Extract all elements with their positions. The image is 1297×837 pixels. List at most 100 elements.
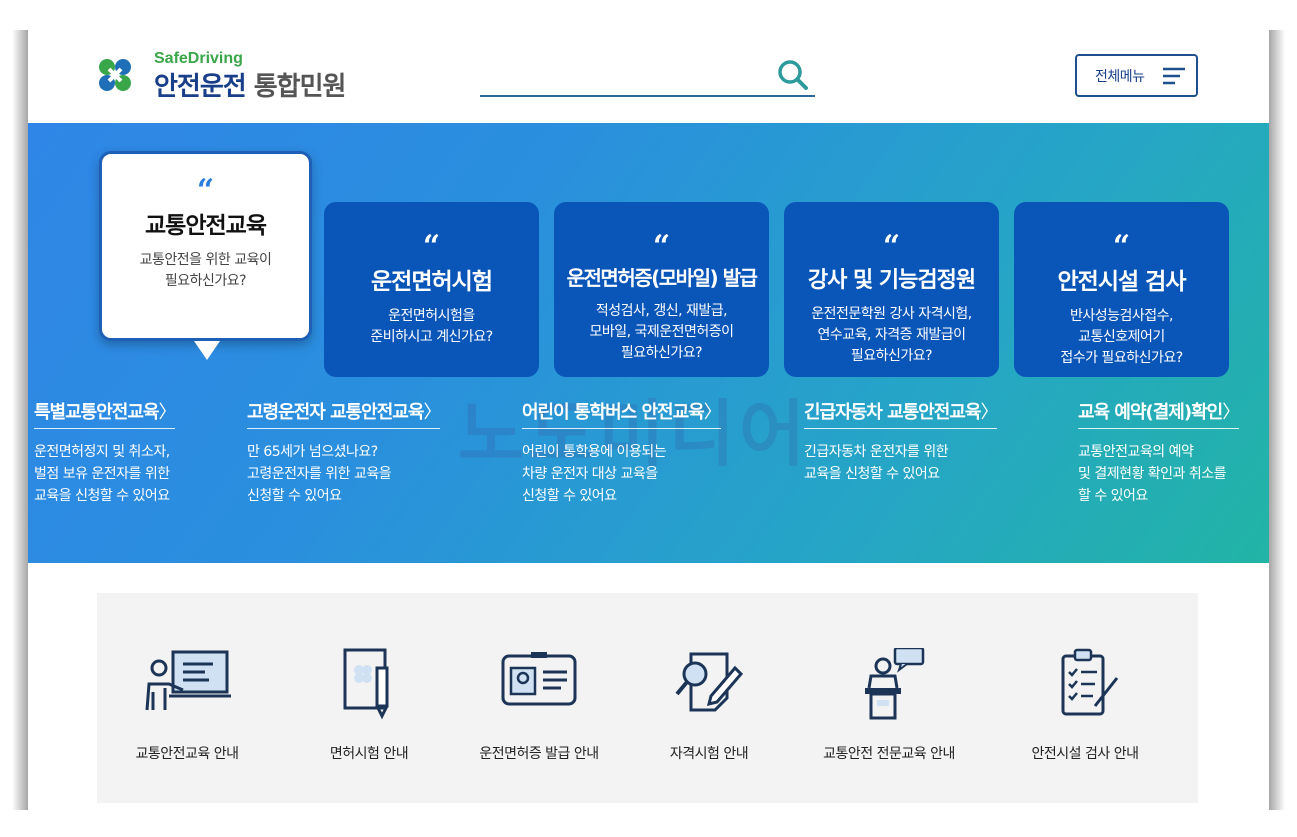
link-desc-line: 긴급자동차 운전자를 위한 <box>804 444 949 460</box>
logo-title-bold: 안전운전 <box>154 72 247 102</box>
card-desc-line: 필요하신가요? <box>850 348 933 364</box>
watermark-text: 노도미디어 <box>458 392 810 476</box>
link-desc-line: 운전면허정지 및 취소자, <box>34 444 170 460</box>
guide-label: 안전시설 검사 안내 <box>1031 746 1139 762</box>
card-desc-line: 연수교육, 자격증 재발급이 <box>817 327 966 343</box>
card-desc-line: 모바일, 국제운전면허증이 <box>589 324 734 340</box>
quote-icon: “ <box>1112 232 1131 256</box>
link-elderly-driver-education: 고령운전자 교통안전교육〉 만 65세가 넘으셨나요? 고령운전자를 위한 교육… <box>247 398 441 507</box>
chevron-right-icon: 〉 <box>158 402 176 423</box>
card-desc: 적성검사, 갱신, 재발급, 모바일, 국제운전면허증이 필요하신가요? <box>554 301 769 364</box>
clover-logo-icon <box>99 59 131 91</box>
guide-item-qualification-exam[interactable]: 자격시험 안내 <box>619 593 799 803</box>
card-desc-line: 운전면허시험을 <box>388 308 475 324</box>
logo-title: 안전운전 통합민원 <box>154 66 347 103</box>
link-emergency-vehicle-title[interactable]: 긴급자동차 교통안전교육〉 <box>804 398 998 429</box>
guide-item-license-issuance[interactable]: 운전면허증 발급 안내 <box>449 593 629 803</box>
card-desc-line: 적성검사, 갱신, 재발급, <box>595 303 728 319</box>
search-icon[interactable] <box>776 58 810 92</box>
chevron-right-icon: 〉 <box>703 402 722 423</box>
left-shadow <box>12 30 28 810</box>
search-input[interactable] <box>480 60 760 90</box>
guide-label: 교통안전 전문교육 안내 <box>823 746 955 762</box>
link-desc-line: 및 결제현황 확인과 취소를 <box>1078 466 1227 482</box>
link-desc: 교통안전교육의 예약 및 결제현황 확인과 취소를 할 수 있어요 <box>1078 441 1239 507</box>
guide-item-traffic-education[interactable]: 교통안전교육 안내 <box>97 593 277 803</box>
full-menu-label: 전체메뉴 <box>1095 68 1145 85</box>
link-reservation-title[interactable]: 교육 예약(결제)확인〉 <box>1078 398 1240 429</box>
guide-item-license-exam[interactable]: 면허시험 안내 <box>279 593 459 803</box>
featured-desc-line: 교통안전을 위한 교육이 <box>139 252 272 268</box>
card-desc-line: 필요하신가요? <box>620 345 703 361</box>
guide-label: 교통안전교육 안내 <box>135 746 240 762</box>
link-special-education: 특별교통안전교육〉 운전면허정지 및 취소자, 벌점 보유 운전자를 위한 교육… <box>34 398 176 507</box>
link-education-reservation-check: 교육 예약(결제)확인〉 교통안전교육의 예약 및 결제현황 확인과 취소를 할… <box>1078 398 1240 507</box>
featured-card-title: 교통안전교육 <box>145 213 267 239</box>
link-desc-line: 교통안전교육의 예약 <box>1078 444 1194 460</box>
logo-subtitle: SafeDriving <box>154 50 243 67</box>
featured-card-desc: 교통안전을 위한 교육이 필요하신가요? <box>102 250 309 292</box>
guide-item-safety-facility-inspection[interactable]: 안전시설 검사 안내 <box>995 593 1175 803</box>
card-desc-line: 운전전문학원 강사 자격시험, <box>811 306 972 322</box>
right-shadow <box>1269 30 1285 810</box>
card-desc-line: 준비하시고 계신가요? <box>370 329 493 345</box>
link-desc: 만 65세가 넘으셨나요? 고령운전자를 위한 교육을 신청할 수 있어요 <box>247 441 440 507</box>
lecture-icon <box>145 650 231 711</box>
featured-card-traffic-safety-education[interactable]: “ 교통안전교육 교통안전을 위한 교육이 필요하신가요? <box>99 151 312 360</box>
guide-item-professional-education[interactable]: 교통안전 전문교육 안내 <box>799 593 979 803</box>
quote-icon: “ <box>882 232 901 256</box>
link-desc-line: 신청할 수 있어요 <box>247 488 342 504</box>
link-desc-line: 어린이 통학용에 이용되는 <box>522 444 667 460</box>
link-desc-line: 교육을 신청할 수 있어요 <box>34 488 170 504</box>
link-desc-line: 교육을 신청할 수 있어요 <box>804 466 940 482</box>
link-desc-line: 할 수 있어요 <box>1078 488 1148 504</box>
link-desc-line: 고령운전자를 위한 교육을 <box>247 466 392 482</box>
card-desc: 운전면허시험을 준비하시고 계신가요? <box>324 306 539 348</box>
guide-section: 교통안전교육 안내 면허시험 안내 <box>97 593 1198 803</box>
card-desc-line: 교통신호제어기 <box>1078 329 1165 345</box>
link-desc: 긴급자동차 운전자를 위한 교육을 신청할 수 있어요 <box>804 441 997 485</box>
link-desc-line: 신청할 수 있어요 <box>522 488 617 504</box>
card-title: 운전면허증(모바일) 발급 <box>566 266 758 290</box>
quote-icon: “ <box>422 232 441 256</box>
link-desc-line: 벌점 보유 운전자를 위한 <box>34 466 170 482</box>
guide-label: 면허시험 안내 <box>329 746 409 762</box>
link-elderly-driver-title[interactable]: 고령운전자 교통안전교육〉 <box>247 398 441 429</box>
link-title-text: 고령운전자 교통안전교육 <box>247 402 424 423</box>
checklist-icon <box>1061 648 1119 716</box>
quote-icon: “ <box>652 232 671 256</box>
chevron-right-icon: 〉 <box>1222 402 1240 423</box>
link-school-bus-title[interactable]: 어린이 통학버스 안전교육〉 <box>522 398 722 429</box>
link-title-text: 교육 예약(결제)확인 <box>1078 402 1223 423</box>
link-school-bus-education: 어린이 통학버스 안전교육〉 어린이 통학용에 이용되는 차량 운전자 대상 교… <box>522 398 722 507</box>
document-pen-icon <box>343 648 389 720</box>
bubble-tail <box>194 341 220 360</box>
full-menu-button[interactable]: 전체메뉴 <box>1075 54 1198 97</box>
link-title-text: 긴급자동차 교통안전교육 <box>804 402 981 423</box>
guide-label: 자격시험 안내 <box>669 746 749 762</box>
site-logo[interactable]: SafeDriving 안전운전 통합민원 <box>98 50 378 105</box>
card-desc-line: 접수가 필요하신가요? <box>1060 350 1183 366</box>
card-desc: 반사성능검사접수, 교통신호제어기 접수가 필요하신가요? <box>1014 306 1229 369</box>
site-header: SafeDriving 안전운전 통합민원 전체메뉴 <box>28 30 1269 123</box>
guide-label: 운전면허증 발급 안내 <box>479 746 599 762</box>
quote-icon: “ <box>196 176 215 200</box>
card-license-issuance[interactable]: “ 운전면허증(모바일) 발급 적성검사, 갱신, 재발급, 모바일, 국제운전… <box>554 202 769 377</box>
hero-section: 노도미디어 “ 교통안전교육 교통안전을 위한 교육이 필요하신가요? “ 운전… <box>28 123 1269 563</box>
link-desc-line: 만 65세가 넘으셨나요? <box>247 444 378 460</box>
card-instructor-examiner[interactable]: “ 강사 및 기능검정원 운전전문학원 강사 자격시험, 연수교육, 자격증 재… <box>784 202 999 377</box>
link-desc: 운전면허정지 및 취소자, 벌점 보유 운전자를 위한 교육을 신청할 수 있어… <box>34 441 175 507</box>
link-emergency-vehicle-education: 긴급자동차 교통안전교육〉 긴급자동차 운전자를 위한 교육을 신청할 수 있어… <box>804 398 998 485</box>
logo-title-light: 통합민원 <box>253 72 347 102</box>
certificate-search-icon <box>675 652 744 712</box>
search-bar <box>480 54 815 97</box>
link-special-education-title[interactable]: 특별교통안전교육〉 <box>34 398 176 429</box>
card-license-exam[interactable]: “ 운전면허시험 운전면허시험을 준비하시고 계신가요? <box>324 202 539 377</box>
card-title: 안전시설 검사 <box>1057 269 1187 295</box>
hamburger-icon <box>1163 67 1185 85</box>
chevron-right-icon: 〉 <box>423 402 441 423</box>
link-desc: 어린이 통학용에 이용되는 차량 운전자 대상 교육을 신청할 수 있어요 <box>522 441 721 507</box>
card-safety-facility-inspection[interactable]: “ 안전시설 검사 반사성능검사접수, 교통신호제어기 접수가 필요하신가요? <box>1014 202 1229 377</box>
speaker-podium-icon <box>865 648 925 720</box>
